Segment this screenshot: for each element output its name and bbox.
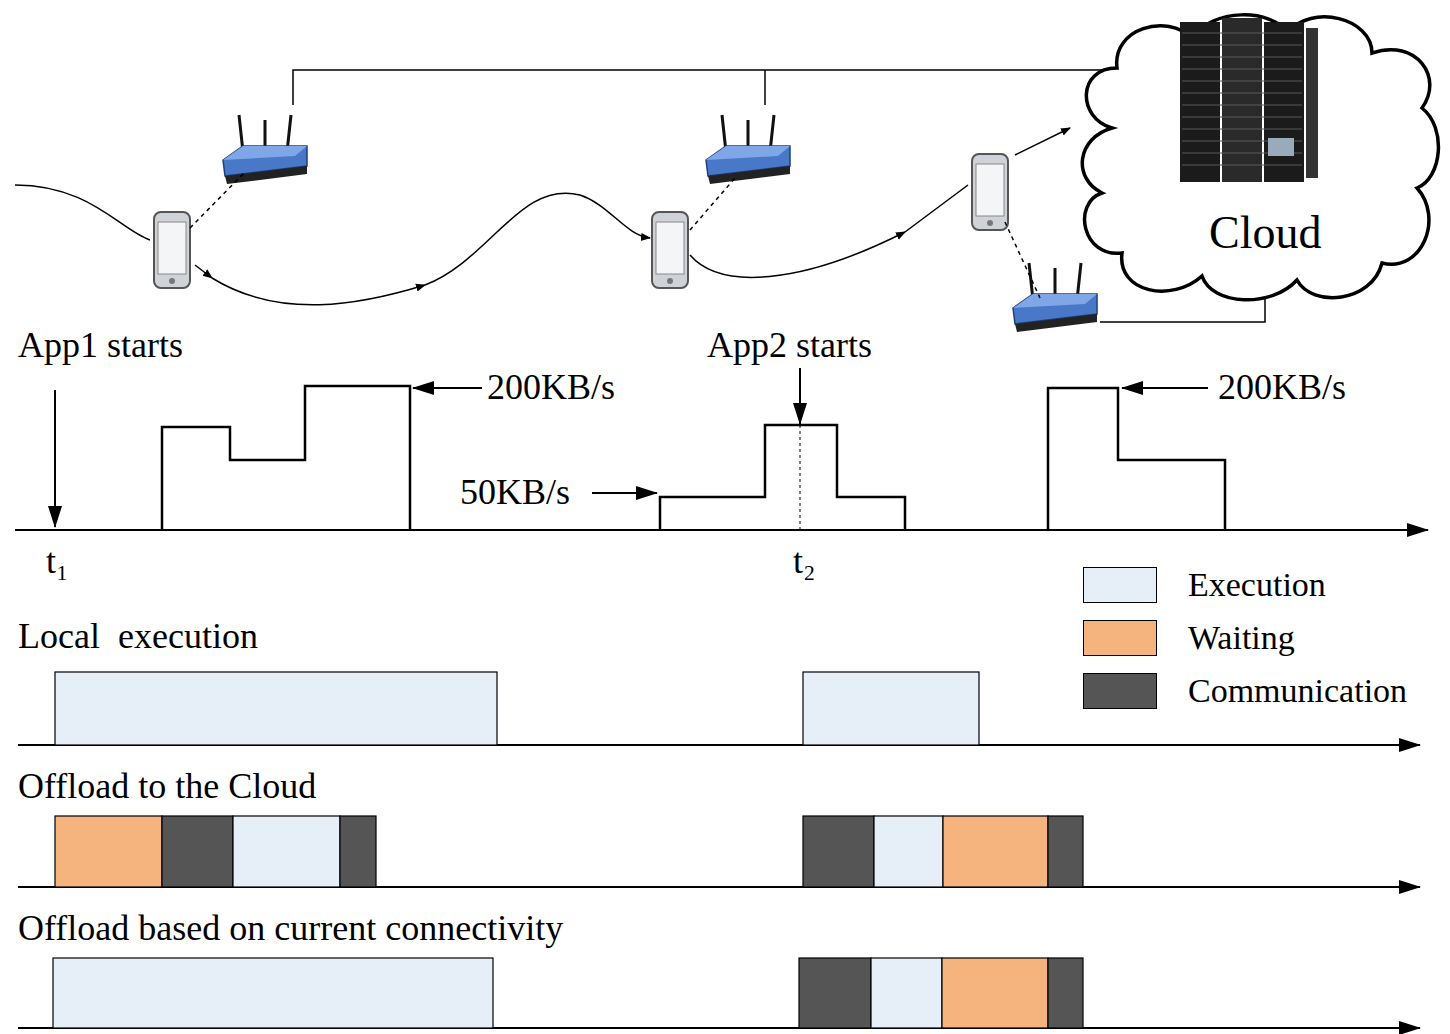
cloud-outline <box>1072 8 1446 308</box>
legend-text: Communication <box>1188 672 1407 709</box>
row-title: Offload based on current connectivity <box>18 909 563 949</box>
time-label: t₂ <box>793 542 816 582</box>
bandwidth-label: 200KB/s <box>1218 368 1346 408</box>
legend-swatch <box>1083 620 1157 656</box>
event-label: App1 starts <box>18 326 183 366</box>
cloud-shape: Cloud <box>1072 8 1446 308</box>
time-label: t₁ <box>46 542 69 582</box>
row-title: Offload to the Cloud <box>18 767 316 807</box>
bandwidth-label: 50KB/s <box>460 473 570 513</box>
bandwidth-label: 200KB/s <box>487 368 615 408</box>
legend-swatch <box>1083 567 1157 603</box>
cloud-label: Cloud <box>1209 208 1321 259</box>
event-label: App2 starts <box>707 326 872 366</box>
legend-text: Execution <box>1188 566 1326 603</box>
legend-swatch <box>1083 673 1157 709</box>
row-title: Local execution <box>18 617 258 657</box>
legend-text: Waiting <box>1188 619 1295 656</box>
